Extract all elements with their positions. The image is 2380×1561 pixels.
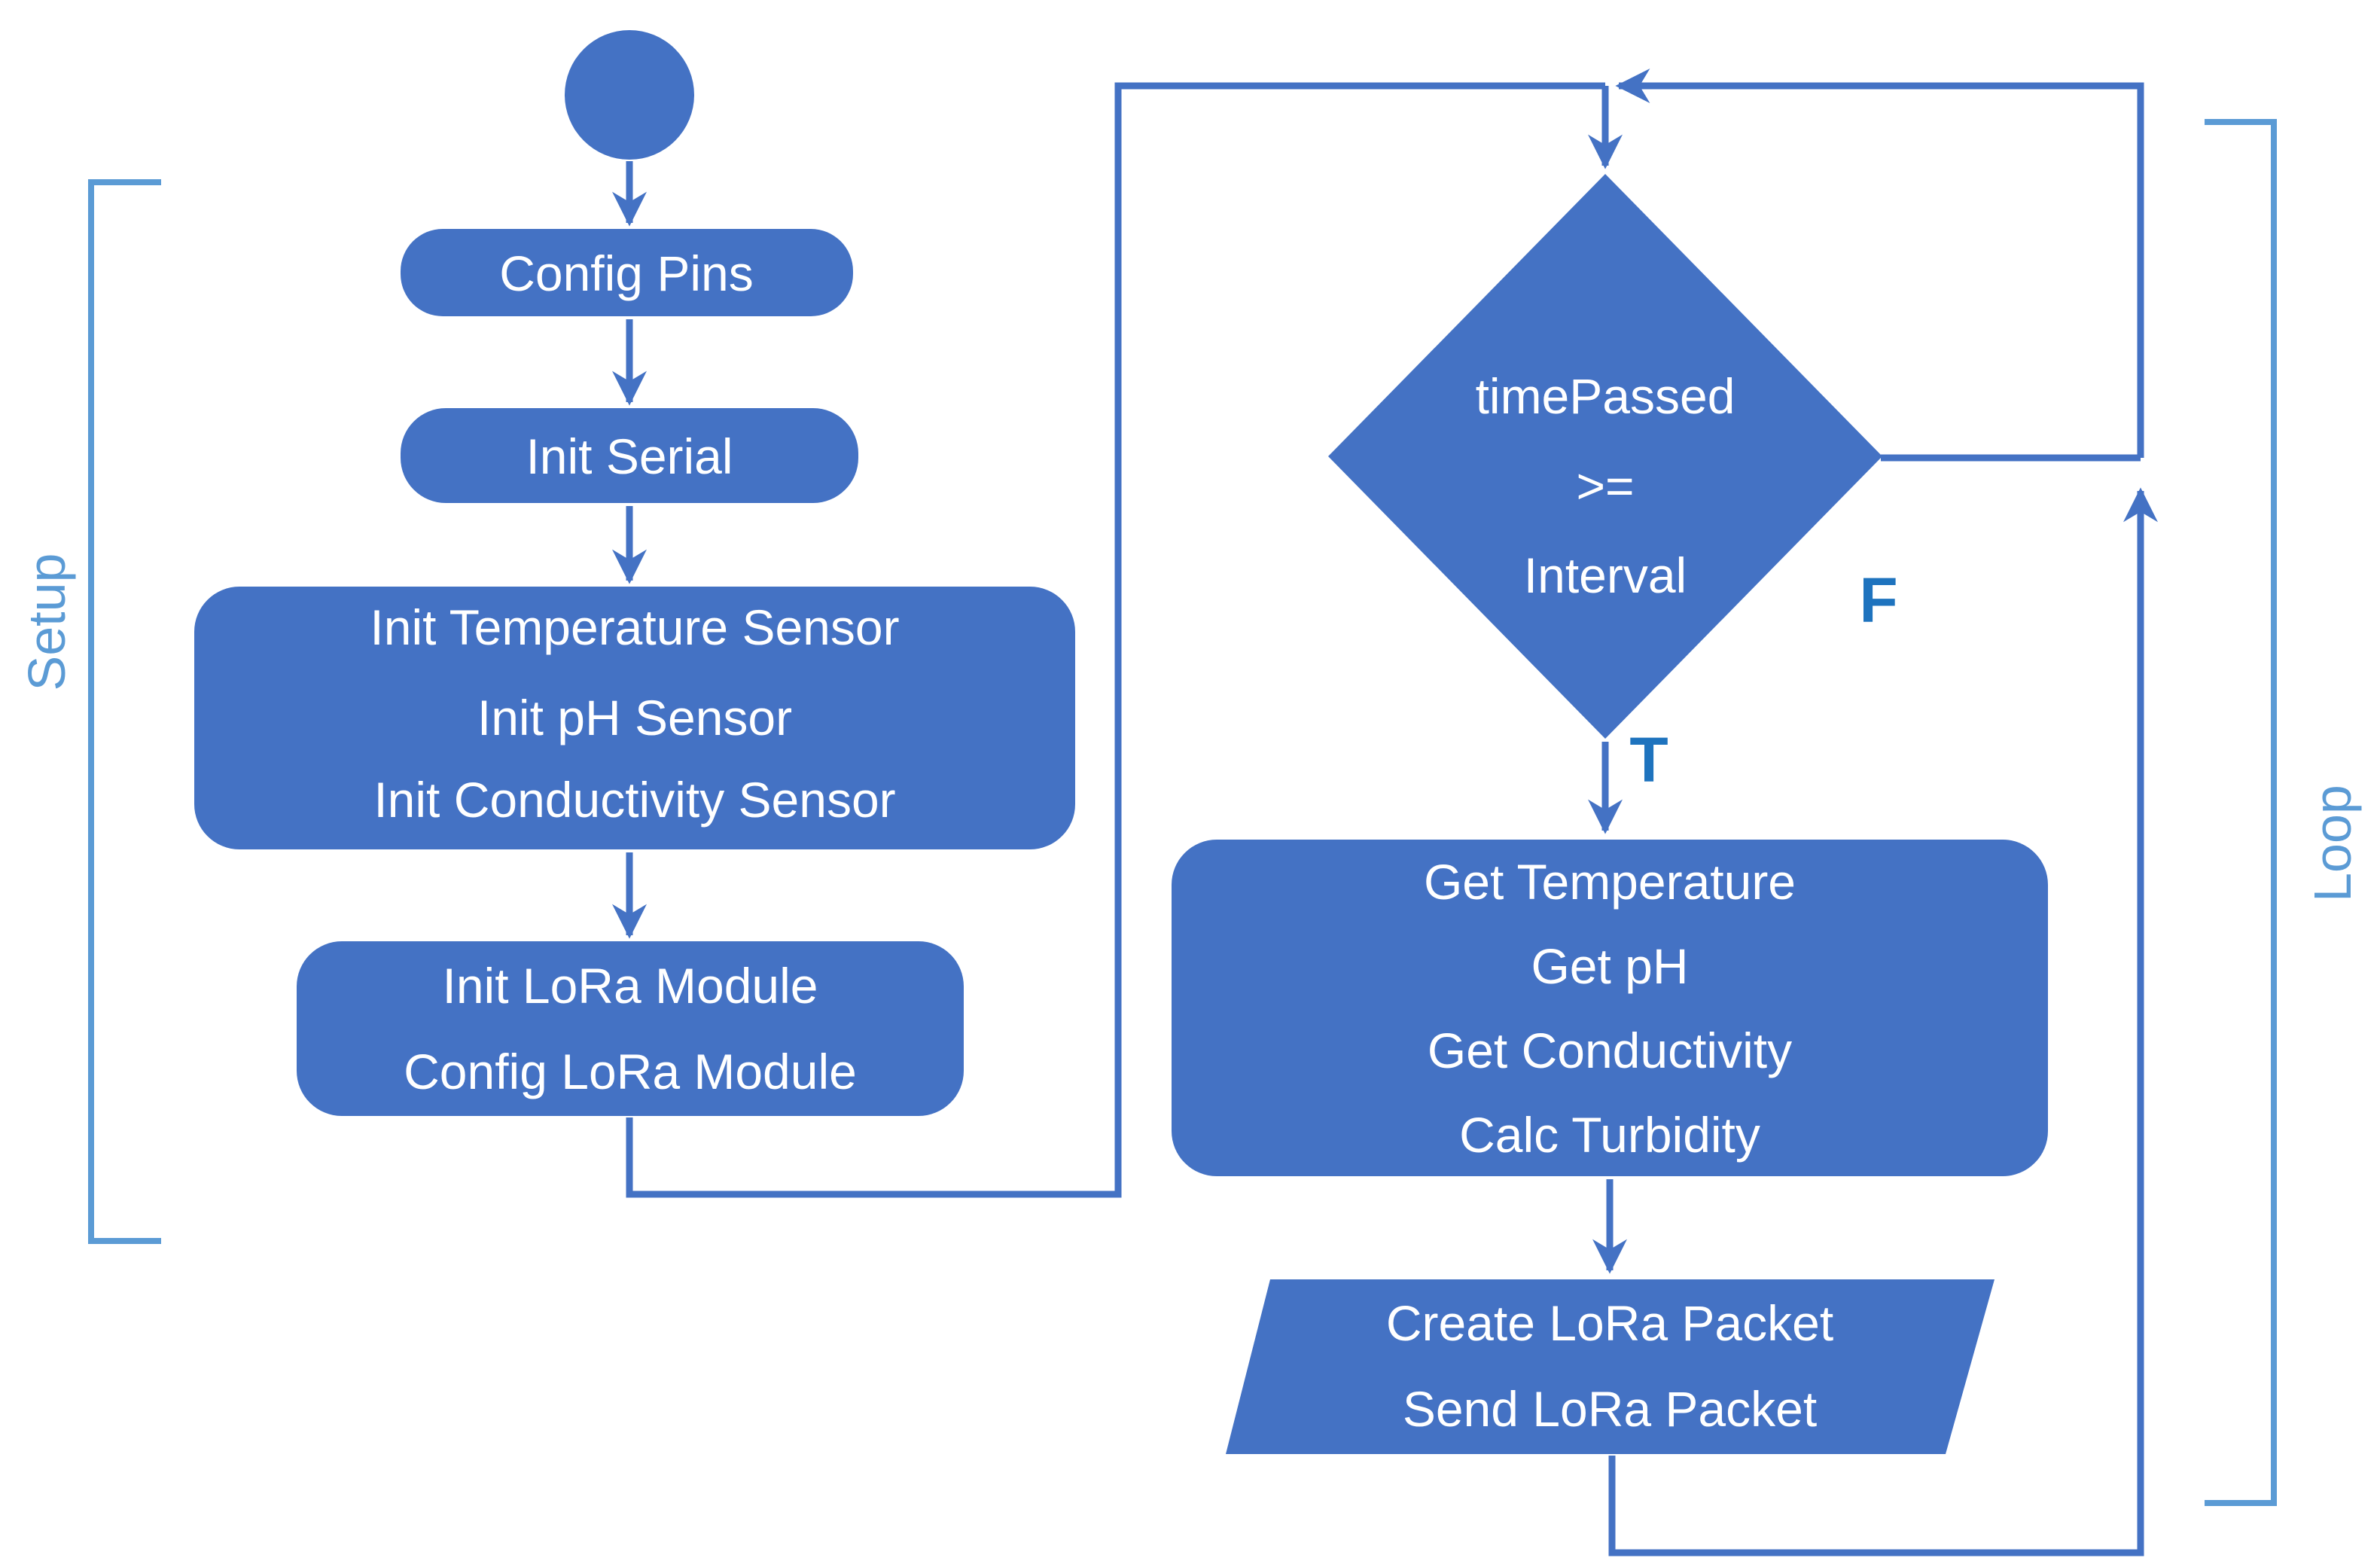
init-lora-node <box>297 941 964 1116</box>
init-lora-line1: Init LoRa Module <box>443 958 818 1014</box>
init-sensors-line1: Init Temperature Sensor <box>370 599 899 655</box>
setup-region-bracket <box>88 179 161 1244</box>
false-branch-label: F <box>1859 565 1897 636</box>
loop-region-label: Loop <box>2303 785 2362 902</box>
init-serial-node <box>401 408 858 503</box>
read-sensors-line1: Get Temperature <box>1424 854 1796 910</box>
setup-region-label: Setup <box>17 553 76 691</box>
loop-region-bracket <box>2205 119 2277 1506</box>
init-sensors-node <box>194 587 1075 849</box>
send-packet-line2: Send LoRa Packet <box>1403 1381 1817 1437</box>
connector-lora-to-loop-entry <box>626 82 1605 1198</box>
decision-line1: timePassed <box>1476 368 1735 424</box>
init-sensors-line3: Init Conductivity Sensor <box>373 772 895 828</box>
start-node <box>565 30 694 160</box>
init-lora-line2: Config LoRa Module <box>404 1044 857 1099</box>
send-packet-line1: Create LoRa Packet <box>1386 1295 1833 1351</box>
init-sensors-line2: Init pH Sensor <box>477 690 792 745</box>
read-sensors-node <box>1172 840 2048 1176</box>
connector-packet-return-arrow <box>1608 487 2158 1556</box>
send-packet-parallelogram <box>1226 1279 1995 1454</box>
read-sensors-line2: Get pH <box>1531 938 1688 994</box>
read-sensors-line3: Get Conductivity <box>1428 1023 1792 1078</box>
true-branch-label: T <box>1629 724 1668 795</box>
decision-diamond <box>1328 174 1882 739</box>
decision-line3: Interval <box>1524 547 1687 603</box>
config-pins-node <box>401 229 853 316</box>
config-pins-label: Config Pins <box>499 245 754 301</box>
read-sensors-line4: Calc Turbidity <box>1459 1107 1760 1163</box>
decision-line2: >= <box>1576 458 1634 514</box>
init-serial-label: Init Serial <box>526 428 733 484</box>
connector-false-return-arrow <box>1615 69 2144 458</box>
